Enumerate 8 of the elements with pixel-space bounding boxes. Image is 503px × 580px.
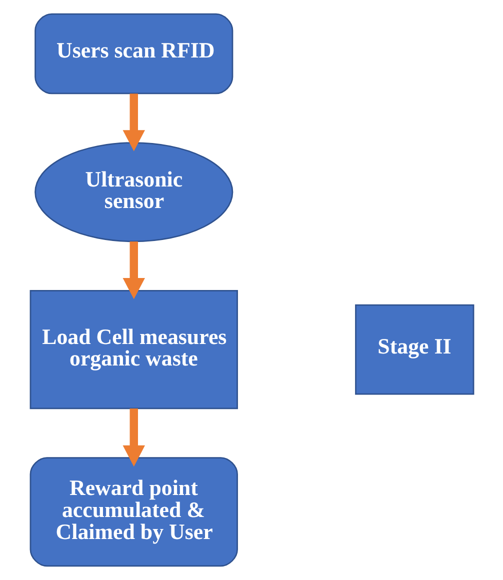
- arrow: [122, 408, 144, 467]
- arrow: [122, 242, 144, 300]
- node-ellipse: Ultrasonic sensor: [34, 142, 233, 242]
- node-box: Reward point accumulated & Claimed by User: [29, 457, 238, 567]
- node-box: Stage II: [354, 304, 474, 395]
- node-box: Load Cell measures organic waste: [29, 290, 238, 410]
- arrow: [122, 94, 144, 152]
- node-box: Users scan RFID: [34, 13, 233, 94]
